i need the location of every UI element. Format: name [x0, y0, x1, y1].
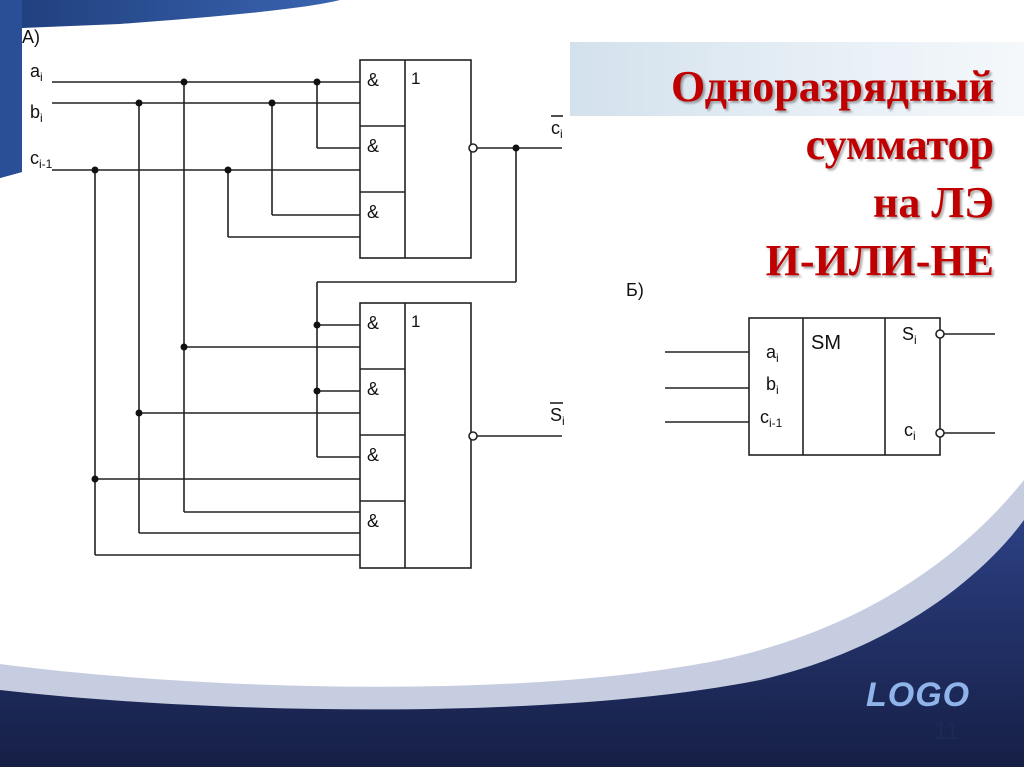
input-a-base: a	[30, 61, 41, 81]
title-line-2: сумматор	[805, 120, 994, 169]
output-sum-sub: i	[562, 414, 565, 428]
junction-dot	[135, 99, 143, 107]
junction-dot	[91, 166, 99, 174]
junction-dot	[313, 387, 321, 395]
input-a-label: ai	[30, 61, 43, 84]
diagram-a-label: А)	[22, 27, 40, 47]
sm-input-a-sub: i	[776, 351, 779, 365]
top-banner	[0, 0, 340, 178]
and-symbol: &	[367, 445, 379, 465]
inverter-bubble	[468, 431, 478, 441]
output-carry-sub: i	[560, 127, 563, 141]
sm-output-s-sub: i	[914, 333, 917, 347]
sm-input-c-sub: i-1	[769, 416, 783, 430]
output-carry-base: c	[551, 118, 560, 138]
junction-dot	[91, 475, 99, 483]
sm-output-s: Si	[902, 324, 917, 347]
input-b-sub: i	[40, 111, 43, 125]
sm-block-name: SM	[811, 332, 841, 354]
title-band	[570, 42, 1024, 116]
diagram-b-label: Б)	[626, 280, 644, 300]
sm-input-b-base: b	[766, 374, 776, 394]
junction-dot	[268, 99, 276, 107]
junction-dot	[180, 78, 188, 86]
and-symbol: &	[367, 202, 379, 222]
sm-input-c-base: c	[760, 407, 769, 427]
input-a-sub: i	[40, 70, 43, 84]
and-symbol: &	[367, 70, 379, 90]
sm-input-a: ai	[766, 342, 779, 365]
page-number: 11	[934, 718, 959, 745]
slide-title: Одноразрядный сумматор на ЛЭ И-ИЛИ-НЕ	[574, 58, 994, 290]
input-c-label: ci-1	[30, 148, 53, 171]
title-line-3: на ЛЭ	[873, 178, 994, 227]
inverter-bubble	[468, 143, 478, 153]
sm-output-c-sub: i	[913, 429, 916, 443]
upper-gate	[359, 59, 472, 259]
junction-dot	[512, 144, 520, 152]
sm-output-bubble	[935, 329, 945, 339]
output-sum-label: Si	[550, 405, 565, 428]
bottom-swoosh	[0, 520, 1024, 767]
or-symbol: 1	[411, 69, 420, 88]
sm-input-c: ci-1	[760, 407, 783, 430]
sm-input-b-sub: i	[776, 383, 779, 397]
sm-output-bubble	[935, 428, 945, 438]
and-symbol: &	[367, 379, 379, 399]
input-b-base: b	[30, 102, 40, 122]
junctions	[91, 78, 520, 483]
input-c-base: c	[30, 148, 39, 168]
left-strip	[0, 0, 22, 178]
input-b-label: bi	[30, 102, 43, 125]
and-symbol: &	[367, 511, 379, 531]
and-symbol: &	[367, 313, 379, 333]
sm-block	[748, 317, 941, 456]
sm-output-c-base: c	[904, 420, 913, 440]
junction-dot	[180, 343, 188, 351]
sm-input-b: bi	[766, 374, 779, 397]
and-symbol: &	[367, 136, 379, 156]
logo: LOGO	[866, 676, 971, 714]
output-sum-base: S	[550, 405, 562, 425]
title-line-4: И-ИЛИ-НЕ	[765, 236, 994, 285]
junction-dot	[313, 321, 321, 329]
junction-dot	[313, 78, 321, 86]
or-symbol: 1	[411, 312, 420, 331]
sm-output-s-base: S	[902, 324, 914, 344]
junction-dot	[135, 409, 143, 417]
title-line-1: Одноразрядный	[671, 62, 994, 111]
junction-dot	[224, 166, 232, 174]
input-c-sub: i-1	[39, 157, 53, 171]
sm-output-c: ci	[904, 420, 916, 443]
output-carry-label: ci	[551, 118, 563, 141]
sm-input-a-base: a	[766, 342, 777, 362]
